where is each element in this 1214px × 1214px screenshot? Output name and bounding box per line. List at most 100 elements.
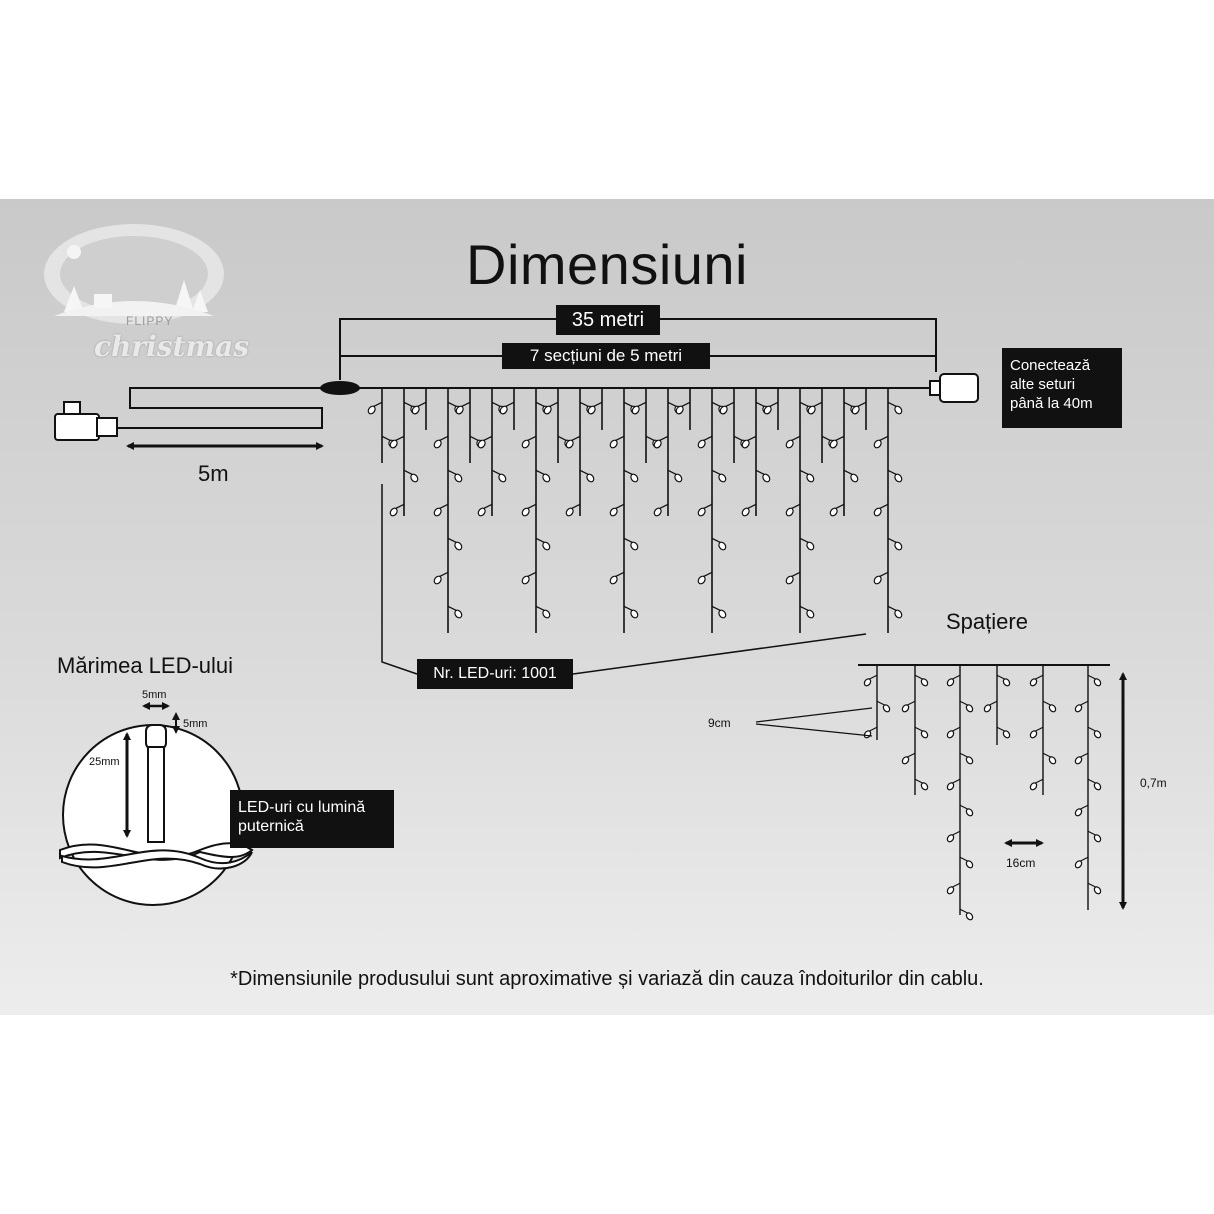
led-bulb (894, 405, 903, 415)
led-bulb (674, 473, 683, 483)
led-bulb (609, 575, 618, 585)
led-branch (906, 752, 916, 758)
led-branch (878, 571, 889, 578)
led-branch (1079, 856, 1089, 862)
drop-height-label: 0,7m (1140, 776, 1167, 790)
led-branch (469, 435, 480, 442)
led-branch (887, 605, 898, 612)
led-bulb (565, 439, 574, 449)
led-bulb (433, 439, 442, 449)
led-depth-label: 5mm (183, 718, 208, 730)
led-bulb (946, 730, 955, 739)
brand-logo (34, 216, 234, 366)
led-branch (711, 469, 722, 476)
led-width-label: 5mm (142, 689, 167, 701)
led-bulb (873, 575, 882, 585)
led-bulb (901, 756, 910, 765)
twisted-cable (59, 842, 254, 870)
logo-brand-bottom: christmas (94, 330, 250, 363)
led-bulb (965, 912, 974, 921)
connect-line-1: Conectează (1010, 357, 1091, 374)
led-bulb (894, 473, 903, 483)
led-branch (887, 537, 898, 544)
led-branch (1042, 752, 1052, 758)
led-branch (557, 435, 568, 442)
led-branch (403, 401, 414, 408)
led-branch (680, 401, 691, 408)
led-bulb (946, 782, 955, 791)
led-branch (592, 401, 603, 408)
led-bulb (609, 507, 618, 517)
led-branch (1079, 700, 1089, 706)
led-bulb (863, 678, 872, 687)
led-branch (614, 435, 625, 442)
diagram-drawing (54, 318, 1127, 921)
led-branch (768, 401, 779, 408)
led-branch (535, 537, 546, 544)
led-count-pointer (381, 484, 867, 675)
spacing-drops (863, 665, 1102, 921)
lead-cable (118, 387, 323, 429)
led-branch (658, 435, 669, 442)
led-bulb (389, 507, 398, 517)
led-branch (878, 435, 889, 442)
led-bulb (630, 473, 639, 483)
led-bulb (433, 575, 442, 585)
led-branch (951, 830, 961, 836)
spacing-title: Spațiere (946, 609, 1028, 634)
led-bulb (565, 507, 574, 517)
led-bulb (741, 439, 750, 449)
led-branch (733, 435, 744, 442)
led-branch (1087, 830, 1097, 836)
led-branch (821, 435, 832, 442)
led-branch (482, 435, 493, 442)
led-bulb (498, 473, 507, 483)
led-branch (959, 700, 969, 706)
led-branch (887, 401, 898, 408)
lead-length-label: 5m (198, 461, 229, 486)
connect-line-2: alte seturi (1010, 376, 1076, 393)
led-bulb (806, 609, 815, 619)
led-bulb (630, 609, 639, 619)
led-branch (799, 537, 810, 544)
led-branch (447, 605, 458, 612)
led-branch (951, 778, 961, 784)
bright-led-line-2: puternică (238, 818, 304, 835)
led-branch (535, 605, 546, 612)
led-branch (504, 401, 515, 408)
led-bulb (543, 405, 552, 415)
led-branch (834, 435, 845, 442)
led-bulb (630, 541, 639, 551)
led-bulb (631, 405, 640, 415)
led-branch (799, 469, 810, 476)
led-branch (790, 503, 801, 510)
led-bulb (741, 507, 750, 517)
junction-connector (320, 381, 360, 395)
led-branch (614, 503, 625, 510)
led-bulb (718, 541, 727, 551)
footnote: *Dimensiunile produsului sunt aproximati… (230, 968, 984, 990)
led-bulb (411, 405, 420, 415)
led-branch (394, 503, 405, 510)
led-bulb (1002, 678, 1011, 687)
led-bulb (697, 439, 706, 449)
led-branch (482, 503, 493, 510)
led-bulb (521, 575, 530, 585)
led-bulb (762, 473, 771, 483)
led-branch (812, 401, 823, 408)
led-branch (1034, 726, 1044, 732)
led-bulb (653, 439, 662, 449)
led-bulb (882, 704, 891, 713)
led-bulb (983, 704, 992, 713)
led-branch (906, 700, 916, 706)
led-branch (959, 752, 969, 758)
led-bulb (1048, 756, 1057, 765)
led-branch (951, 726, 961, 732)
led-branch (1034, 674, 1044, 680)
led-branch (526, 571, 537, 578)
led-branch (856, 401, 867, 408)
led-branch (416, 401, 427, 408)
led-bulb (410, 473, 419, 483)
led-bulb (1093, 730, 1102, 739)
led-branch (526, 435, 537, 442)
